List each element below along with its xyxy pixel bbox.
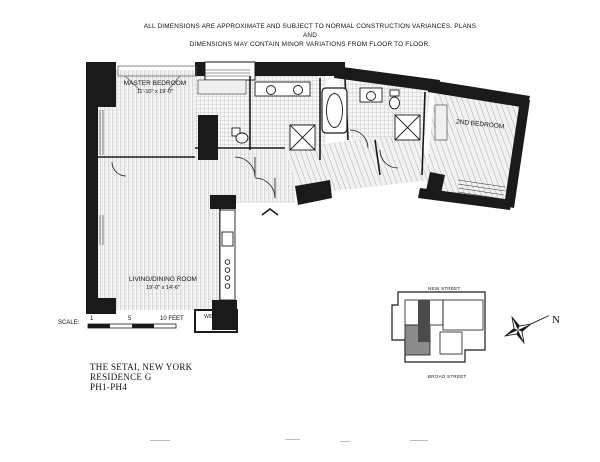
kitchen bbox=[219, 209, 236, 301]
title-floors: PH1-PH4 bbox=[90, 382, 128, 392]
scale-tick-1: 1 bbox=[90, 316, 94, 322]
sink-icon bbox=[266, 85, 276, 95]
title-residence: RESIDENCE G bbox=[90, 372, 152, 382]
room-dimensions: 11'-10" x 19'-0" bbox=[136, 89, 174, 95]
master-closet bbox=[117, 65, 197, 91]
window-2nd-bedroom bbox=[457, 179, 506, 200]
street-label-new: NEW STREET bbox=[428, 286, 461, 291]
room-label-laundry: W/D bbox=[199, 313, 219, 321]
disclaimer-line-1: ALL DIMENSIONS ARE APPROXIMATE AND SUBJE… bbox=[143, 23, 477, 39]
second-bedroom-floor bbox=[425, 88, 525, 205]
toilet-icon bbox=[235, 132, 249, 144]
scale-label: SCALE: bbox=[58, 320, 80, 326]
bathtub bbox=[321, 87, 348, 134]
wall-closet-block bbox=[198, 115, 218, 160]
toilet-tank bbox=[389, 89, 400, 97]
disclaimer-line-2: DIMENSIONS MAY CONTAIN MINOR VARIATIONS … bbox=[189, 41, 431, 48]
room-name: MASTER BEDROOM bbox=[123, 80, 187, 87]
room-label-master-bedroom: MASTER BEDROOM 11'-10" x 19'-0" bbox=[115, 80, 195, 96]
title-block: THE SETAI, NEW YORK RESIDENCE G PH1-PH4 bbox=[90, 362, 192, 392]
title-building: THE SETAI, NEW YORK bbox=[90, 362, 193, 372]
closets bbox=[197, 79, 448, 141]
compass-north-label: N bbox=[552, 314, 560, 326]
scale-tick-5: 5 bbox=[128, 316, 132, 322]
door-swing bbox=[111, 161, 127, 177]
cooktop-burner bbox=[224, 283, 231, 289]
disclaimer-note: ALL DIMENSIONS ARE APPROXIMATE AND SUBJE… bbox=[140, 22, 480, 49]
scan-artifacts bbox=[150, 439, 428, 442]
compass-icon bbox=[503, 315, 550, 345]
room-dimensions: 19'-0" x 14'-6" bbox=[146, 285, 180, 291]
door-swing bbox=[379, 149, 399, 169]
hallway-floor bbox=[285, 130, 430, 195]
street-label-broad: BROAD STREET bbox=[428, 374, 467, 379]
sink-icon bbox=[366, 91, 376, 101]
entry-marker-icon bbox=[261, 208, 279, 216]
doors bbox=[111, 129, 399, 199]
room-name: W/D bbox=[204, 314, 214, 320]
plan-floors bbox=[95, 70, 525, 310]
key-plan bbox=[391, 291, 486, 363]
bath-fixtures bbox=[231, 81, 421, 151]
scale-bar bbox=[87, 323, 177, 329]
kitchen-sink bbox=[221, 231, 234, 247]
room-name: LIVING/DINING ROOM bbox=[129, 276, 197, 283]
window-north-master bbox=[205, 69, 250, 77]
sink-icon bbox=[293, 85, 303, 95]
key-plan-core bbox=[418, 300, 430, 342]
toilet-icon bbox=[389, 96, 400, 110]
door-swing bbox=[349, 129, 369, 149]
room-label-living-dining: LIVING/DINING ROOM 19'-0" x 14'-6" bbox=[118, 276, 208, 292]
windows bbox=[99, 69, 506, 245]
wall-sw-pier bbox=[212, 300, 237, 330]
scale-tick-10: 10 FEET bbox=[160, 316, 184, 322]
